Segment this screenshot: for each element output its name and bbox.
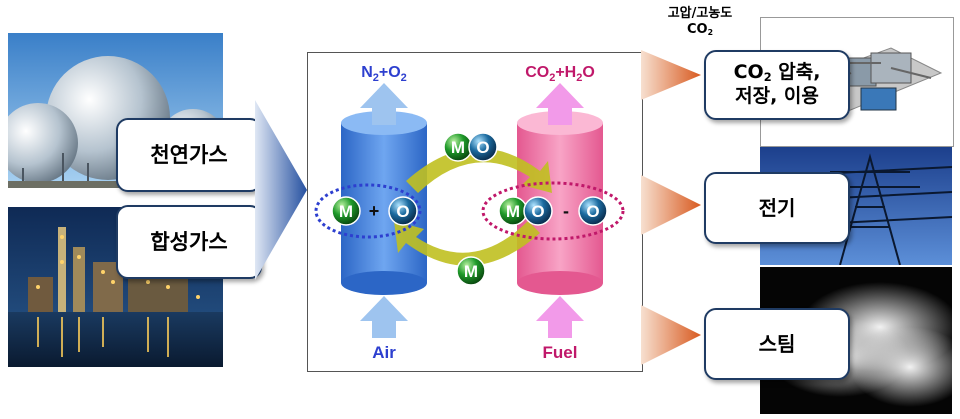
reduced-metal-letter: M [339,202,353,221]
bottom-metal-ball [456,256,486,286]
top-oxygen-letter: O [476,138,489,157]
fuel-inlet-arrow [536,296,584,338]
air-label: Air [372,343,396,362]
reduced-plus-sign: + [369,201,380,221]
syngas-text: 합성가스 [150,229,228,254]
electricity-output-arrow [641,175,701,235]
oxidized-minus-sign: - [563,201,569,221]
oxidized-oxygen-ball-1 [523,196,553,226]
bottom-metal-letter: M [464,262,478,281]
steam-label: 스팀 [704,308,850,380]
air-exhaust-label: N2+O2 [361,64,407,84]
fuel-label: Fuel [543,343,578,362]
top-oxygen-ball [468,132,498,162]
reduced-oxygen-ball [388,196,418,226]
co2-storage-label: CO2 압축, 저장, 이용 [704,50,850,120]
electricity-label: 전기 [704,172,850,244]
top-loop-arrow [406,148,552,193]
natural-gas-label: 천연가스 [116,118,262,192]
reduced-oxygen-letter: O [396,202,409,221]
high-pressure-co2-label: 고압/고농도 CO2 [650,6,750,37]
air-inlet-arrow [360,296,408,338]
fuel-exhaust-arrow [536,83,584,125]
air-exhaust-arrow [360,83,408,125]
co2-output-arrow [641,50,701,100]
syngas-label: 합성가스 [116,205,262,279]
output-arrows [641,50,701,365]
steam-output-arrow [641,305,701,365]
steam-text: 스팀 [758,331,796,356]
bottom-loop-arrow [394,221,540,266]
co2-storage-line1: CO2 압축, [733,61,821,85]
top-metal-letter: M [451,138,465,157]
oxidized-oxygen-letter-2: O [586,202,599,221]
electricity-text: 전기 [758,195,796,220]
co2-storage-line2: 저장, 이용 [735,85,819,107]
oxidized-oxygen-letter-1: O [531,202,544,221]
input-arrow [255,100,307,280]
natural-gas-text: 천연가스 [150,142,228,167]
reduced-metal-ball [331,196,361,226]
oxidized-oxygen-ball-2 [578,196,608,226]
fuel-exhaust-label: CO2+H2O [525,64,595,84]
high-pressure-line2: CO2 [686,21,714,37]
high-pressure-line1: 고압/고농도 [667,6,733,21]
oxidized-metal-letter: M [506,202,520,221]
chemical-looping-panel: M O M O O M O M + - N2+O2 CO2+H2O Air Fu… [307,52,643,372]
